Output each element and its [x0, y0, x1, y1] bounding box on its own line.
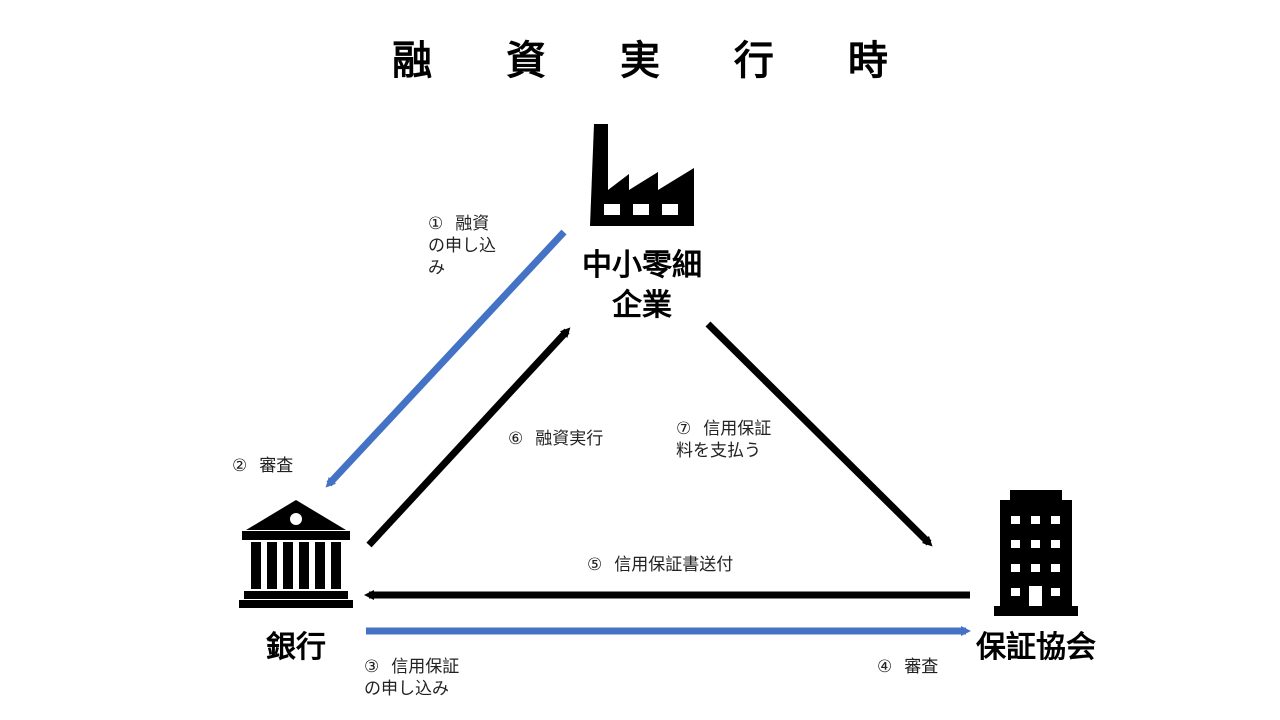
- step-4-label: ④ 審査: [877, 656, 938, 678]
- step-1-text-line1: 融資: [455, 214, 490, 234]
- company-label: 中小零細 企業: [572, 246, 712, 326]
- step-4-number: ④: [877, 657, 893, 677]
- step-3-number: ③: [364, 657, 380, 677]
- company-label-line1: 中小零細: [582, 248, 702, 283]
- step-7-number: ⑦: [676, 419, 692, 439]
- step-3-label: ③ 信用保証 の申し込み: [364, 656, 459, 700]
- step-1-text-line2: の申し込: [428, 236, 496, 256]
- step-3-text-line1: 信用保証: [391, 657, 460, 677]
- step-1-label: ① 融資 の申し込 み: [428, 213, 496, 279]
- step-5-number: ⑤: [587, 555, 603, 575]
- arrow-guarantee-fee: [705, 321, 933, 547]
- company-label-line2: 企業: [612, 288, 672, 323]
- step-7-text-line1: 信用保証: [703, 419, 772, 439]
- step-5-text: 信用保証書送付: [614, 555, 734, 575]
- factory-icon: [590, 124, 694, 226]
- office-building-icon: [994, 490, 1078, 616]
- step-2-text: 審査: [259, 456, 294, 476]
- step-3-text-line2: の申し込み: [364, 679, 449, 699]
- arrow-loan-application: [325, 229, 567, 488]
- step-1-text-line3: み: [428, 258, 445, 278]
- step-5-label: ⑤ 信用保証書送付: [587, 554, 733, 576]
- step-6-number: ⑥: [508, 429, 524, 449]
- step-6-label: ⑥ 融資実行: [508, 428, 603, 450]
- step-2-number: ②: [232, 456, 248, 476]
- step-4-text: 審査: [904, 657, 939, 677]
- step-7-text-line2: 料を支払う: [676, 441, 761, 461]
- bank-icon: [239, 500, 353, 608]
- step-2-label: ② 審査: [232, 455, 293, 477]
- step-6-text: 融資実行: [535, 429, 604, 449]
- step-1-number: ①: [428, 214, 444, 234]
- bank-label: 銀行: [266, 630, 326, 665]
- step-7-label: ⑦ 信用保証 料を支払う: [676, 418, 771, 462]
- guarantee-association-label: 保証協会: [976, 630, 1096, 665]
- diagram-title: 融 資 実 行 時: [392, 38, 918, 84]
- arrow-loan-execution: [366, 327, 571, 548]
